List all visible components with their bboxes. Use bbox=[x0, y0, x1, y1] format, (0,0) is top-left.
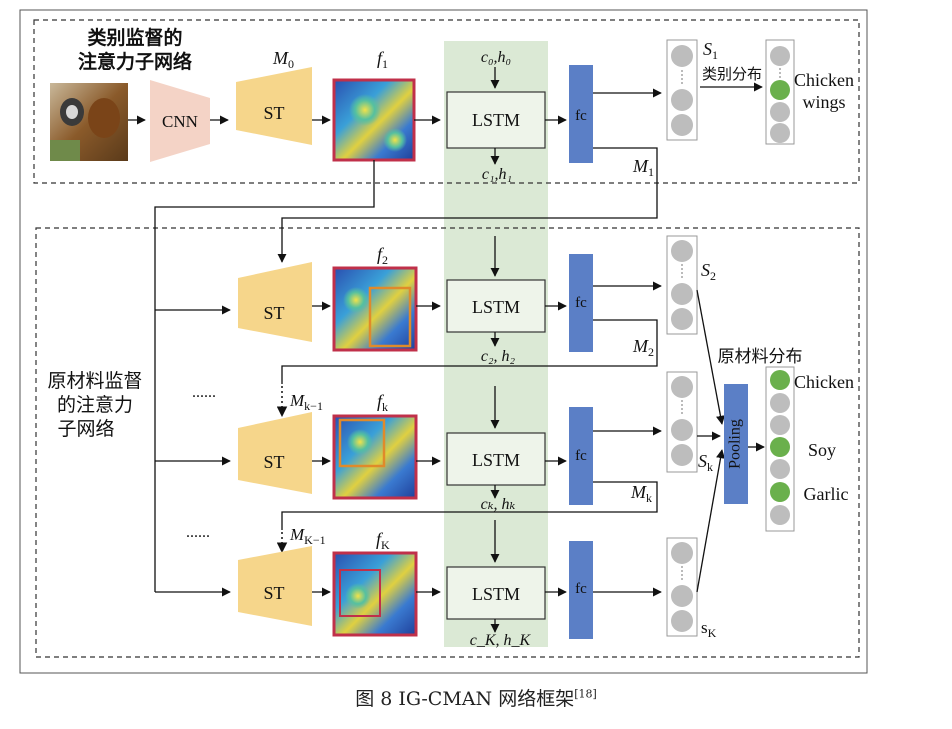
lstm-block-row-k bbox=[446, 432, 546, 486]
st-block-row-k bbox=[238, 412, 312, 494]
bottom-title-line2: 的注意力 bbox=[57, 394, 133, 416]
m0-label: M0 bbox=[272, 48, 294, 71]
lstm-block-row-K bbox=[446, 566, 546, 620]
st-block-row-K bbox=[238, 546, 312, 626]
lstm-block-row2 bbox=[446, 279, 546, 333]
mK-1-label: MK−1 bbox=[289, 525, 326, 547]
heatmap-fk bbox=[332, 414, 418, 500]
top-title-line2: 注意力子网络 bbox=[78, 50, 192, 73]
heatmap-f1 bbox=[332, 78, 416, 162]
ingredient-chicken: Chicken bbox=[794, 372, 854, 392]
st-block-row2 bbox=[238, 262, 312, 342]
c1h1-label: c₁,h₁ bbox=[482, 166, 512, 183]
dots-row-K: ...... bbox=[186, 524, 210, 541]
chicken-wings-line2: wings bbox=[802, 92, 845, 112]
caption-text: 图 8 IG-CMAN 网络框架 bbox=[355, 688, 575, 710]
fc-block-row2 bbox=[569, 254, 593, 352]
ingredient-garlic: Garlic bbox=[804, 484, 849, 504]
fc-label-top: fc bbox=[575, 108, 587, 124]
lstm-label-row-K: LSTM bbox=[472, 584, 520, 604]
ingredient-distribution-column bbox=[765, 366, 795, 532]
cnn-block bbox=[150, 80, 210, 162]
top-title-line1: 类别监督的 bbox=[87, 26, 182, 49]
fc-label-row-k: fc bbox=[575, 448, 587, 464]
c0h0-label: c₀,h₀ bbox=[481, 49, 511, 66]
st-label-row-k: ST bbox=[263, 452, 284, 472]
score-column-sk bbox=[666, 371, 698, 473]
st-label-row2: ST bbox=[263, 303, 284, 323]
ingredient-soy: Soy bbox=[808, 440, 836, 460]
sk-label: Sk bbox=[698, 451, 713, 474]
food-photo bbox=[50, 83, 128, 161]
st-block-top bbox=[236, 67, 312, 145]
score-column-s1 bbox=[666, 39, 698, 141]
cnn-label: CNN bbox=[162, 112, 198, 131]
pooling-block bbox=[724, 384, 748, 504]
fc-label-row2: fc bbox=[575, 295, 587, 311]
st-label-row-K: ST bbox=[263, 583, 284, 603]
lstm-label-top: LSTM bbox=[472, 110, 520, 130]
bottom-title-line1: 原材料监督 bbox=[47, 370, 142, 392]
fk-label: fk bbox=[377, 391, 388, 414]
f2-label: f2 bbox=[377, 244, 388, 267]
category-attention-box bbox=[33, 19, 860, 184]
class-distribution-column bbox=[765, 39, 795, 145]
outer-frame bbox=[19, 9, 868, 674]
heatmap-f2 bbox=[332, 266, 418, 352]
ingredient-attention-box bbox=[35, 227, 860, 658]
lstm-label-row2: LSTM bbox=[472, 297, 520, 317]
figure-caption: 图 8 IG-CMAN 网络框架[18] bbox=[0, 684, 952, 711]
heatmap-fK bbox=[332, 551, 418, 637]
m2-label: M2 bbox=[632, 336, 654, 359]
dots-row-k: ...... bbox=[192, 384, 216, 401]
class-dist-label: 类别分布 bbox=[702, 65, 762, 83]
mk-label: Mk bbox=[630, 482, 652, 505]
fc-label-row-K: fc bbox=[575, 581, 587, 597]
score-column-sK bbox=[666, 537, 698, 637]
s2-label: S2 bbox=[701, 260, 716, 283]
mk-1-label: Mk−1 bbox=[289, 391, 323, 413]
score-column-s2 bbox=[666, 235, 698, 335]
s1-label: S1 bbox=[703, 39, 718, 62]
st-label-top: ST bbox=[263, 103, 284, 123]
chicken-wings-line1: Chicken bbox=[794, 70, 854, 90]
caption-ref: [18] bbox=[574, 687, 597, 701]
ckhk-label: cₖ, hₖ bbox=[481, 496, 516, 513]
lstm-block-top bbox=[446, 91, 546, 149]
pooling-label: Pooling bbox=[727, 419, 744, 469]
m1-label: M1 bbox=[632, 156, 654, 179]
fc-block-row-k bbox=[569, 407, 593, 505]
sK-label: sK bbox=[701, 618, 717, 640]
fc-block-top bbox=[569, 65, 593, 163]
bottom-title-line3: 子网络 bbox=[57, 418, 114, 440]
f1-label: f1 bbox=[377, 48, 388, 71]
cKhK-label: c_K, h_K bbox=[470, 632, 532, 649]
fc-block-row-K bbox=[569, 541, 593, 639]
lstm-label-row-k: LSTM bbox=[472, 450, 520, 470]
fK-label: fK bbox=[376, 529, 390, 552]
ingredient-dist-label: 原材料分布 bbox=[718, 347, 803, 367]
c2h2-label: c₂, h₂ bbox=[481, 348, 516, 365]
